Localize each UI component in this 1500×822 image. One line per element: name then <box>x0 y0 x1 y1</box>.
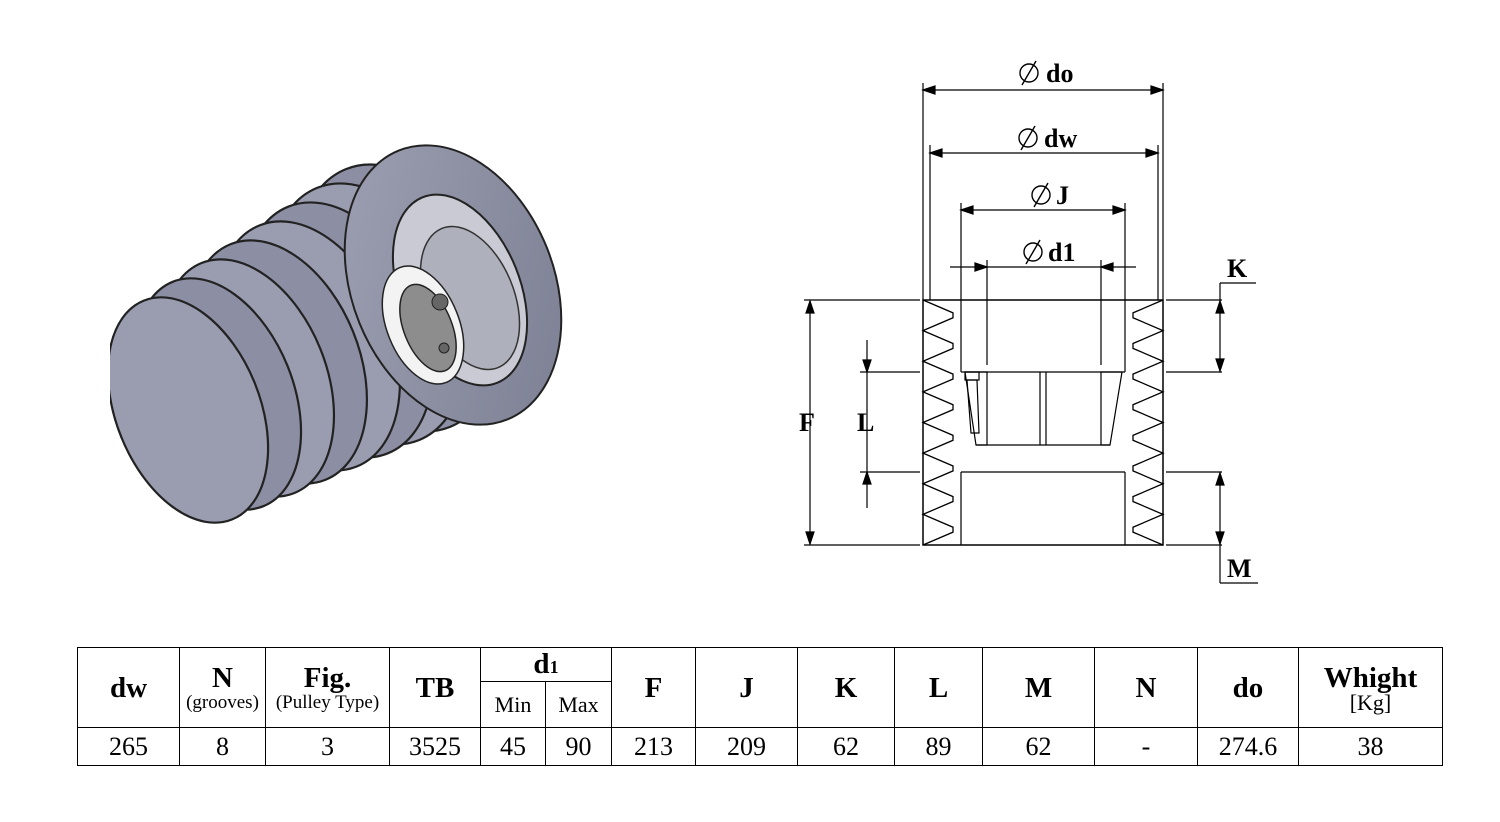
section-grooves-right <box>1132 299 1165 546</box>
spec-table: dw N (grooves) Fig. (Pulley Type) TB d1 … <box>77 647 1443 766</box>
label-j: J <box>1056 181 1069 210</box>
cell-do: 274.6 <box>1197 727 1299 766</box>
bush-screw-hole <box>438 342 450 354</box>
cross-section-drawing: do dw J d1 K F L M <box>799 59 1258 584</box>
cell-l: 89 <box>894 727 983 766</box>
pulley-3d-illustration <box>110 144 563 524</box>
header-m: M <box>982 647 1095 728</box>
label-do: do <box>1046 59 1073 88</box>
cell-j: 209 <box>695 727 798 766</box>
cell-d1-min: 45 <box>480 727 546 766</box>
header-l: L <box>894 647 983 728</box>
table-header-row: dw N (grooves) Fig. (Pulley Type) TB d1 … <box>77 647 1443 728</box>
label-d1: d1 <box>1048 238 1075 267</box>
cell-weight: 38 <box>1298 727 1443 766</box>
cell-n: - <box>1094 727 1198 766</box>
header-tb: TB <box>389 647 481 728</box>
cell-f: 213 <box>611 727 696 766</box>
cell-dw: 265 <box>77 727 180 766</box>
header-d1-min: Min <box>480 681 546 728</box>
cell-m: 62 <box>982 727 1095 766</box>
label-m: M <box>1227 554 1252 583</box>
label-dw: dw <box>1044 124 1077 153</box>
header-d1-max: Max <box>545 681 612 728</box>
groove-profile <box>1132 299 1165 546</box>
cell-fig: 3 <box>265 727 390 766</box>
header-fig: Fig. (Pulley Type) <box>265 647 390 728</box>
header-f: F <box>611 647 696 728</box>
label-l: L <box>857 408 874 437</box>
header-do: do <box>1197 647 1299 728</box>
label-k: K <box>1227 254 1248 283</box>
header-dw: dw <box>77 647 180 728</box>
bush-screw-hole <box>431 293 449 311</box>
section-grooves-left <box>921 299 954 546</box>
cell-d1-max: 90 <box>545 727 612 766</box>
header-n-grooves: N (grooves) <box>179 647 266 728</box>
table-subheader-row: Min Max <box>78 681 1443 728</box>
header-k: K <box>797 647 895 728</box>
cell-n-grooves: 8 <box>179 727 266 766</box>
groove-profile <box>921 299 954 546</box>
header-d1: d1 <box>480 647 612 682</box>
cell-tb: 3525 <box>389 727 481 766</box>
header-j: J <box>695 647 798 728</box>
header-weight: Whight [Kg] <box>1298 647 1443 728</box>
groove-ring <box>110 296 270 524</box>
table-row: 265 8 3 3525 45 90 213 209 62 89 62 - 27… <box>77 727 1443 766</box>
header-n: N <box>1094 647 1198 728</box>
cell-k: 62 <box>797 727 895 766</box>
label-f: F <box>799 408 815 437</box>
